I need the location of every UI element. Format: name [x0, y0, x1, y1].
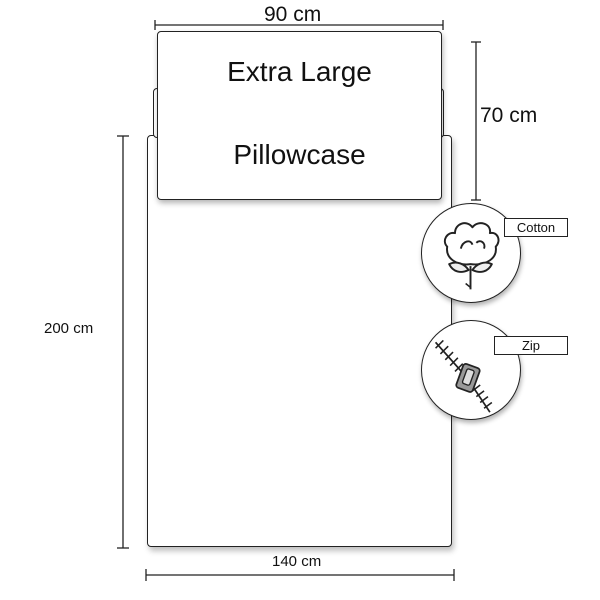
zip-badge [421, 320, 521, 420]
zipper-icon [434, 339, 493, 413]
pillow-height-label: 70 cm [480, 104, 538, 127]
zip-tag: Zip [494, 336, 568, 355]
duvet-cover [147, 135, 452, 547]
duvet-height-label: 200 cm [44, 320, 94, 337]
cotton-tag: Cotton [504, 218, 568, 237]
product-title-line-1: Extra Large [227, 56, 372, 87]
duvet-width-label: 140 cm [272, 553, 322, 570]
pillowcase [157, 31, 442, 200]
cotton-flower-icon [443, 222, 500, 290]
pillow-width-label: 90 cm [264, 3, 322, 26]
product-title-line-2: Pillowcase [233, 139, 366, 170]
